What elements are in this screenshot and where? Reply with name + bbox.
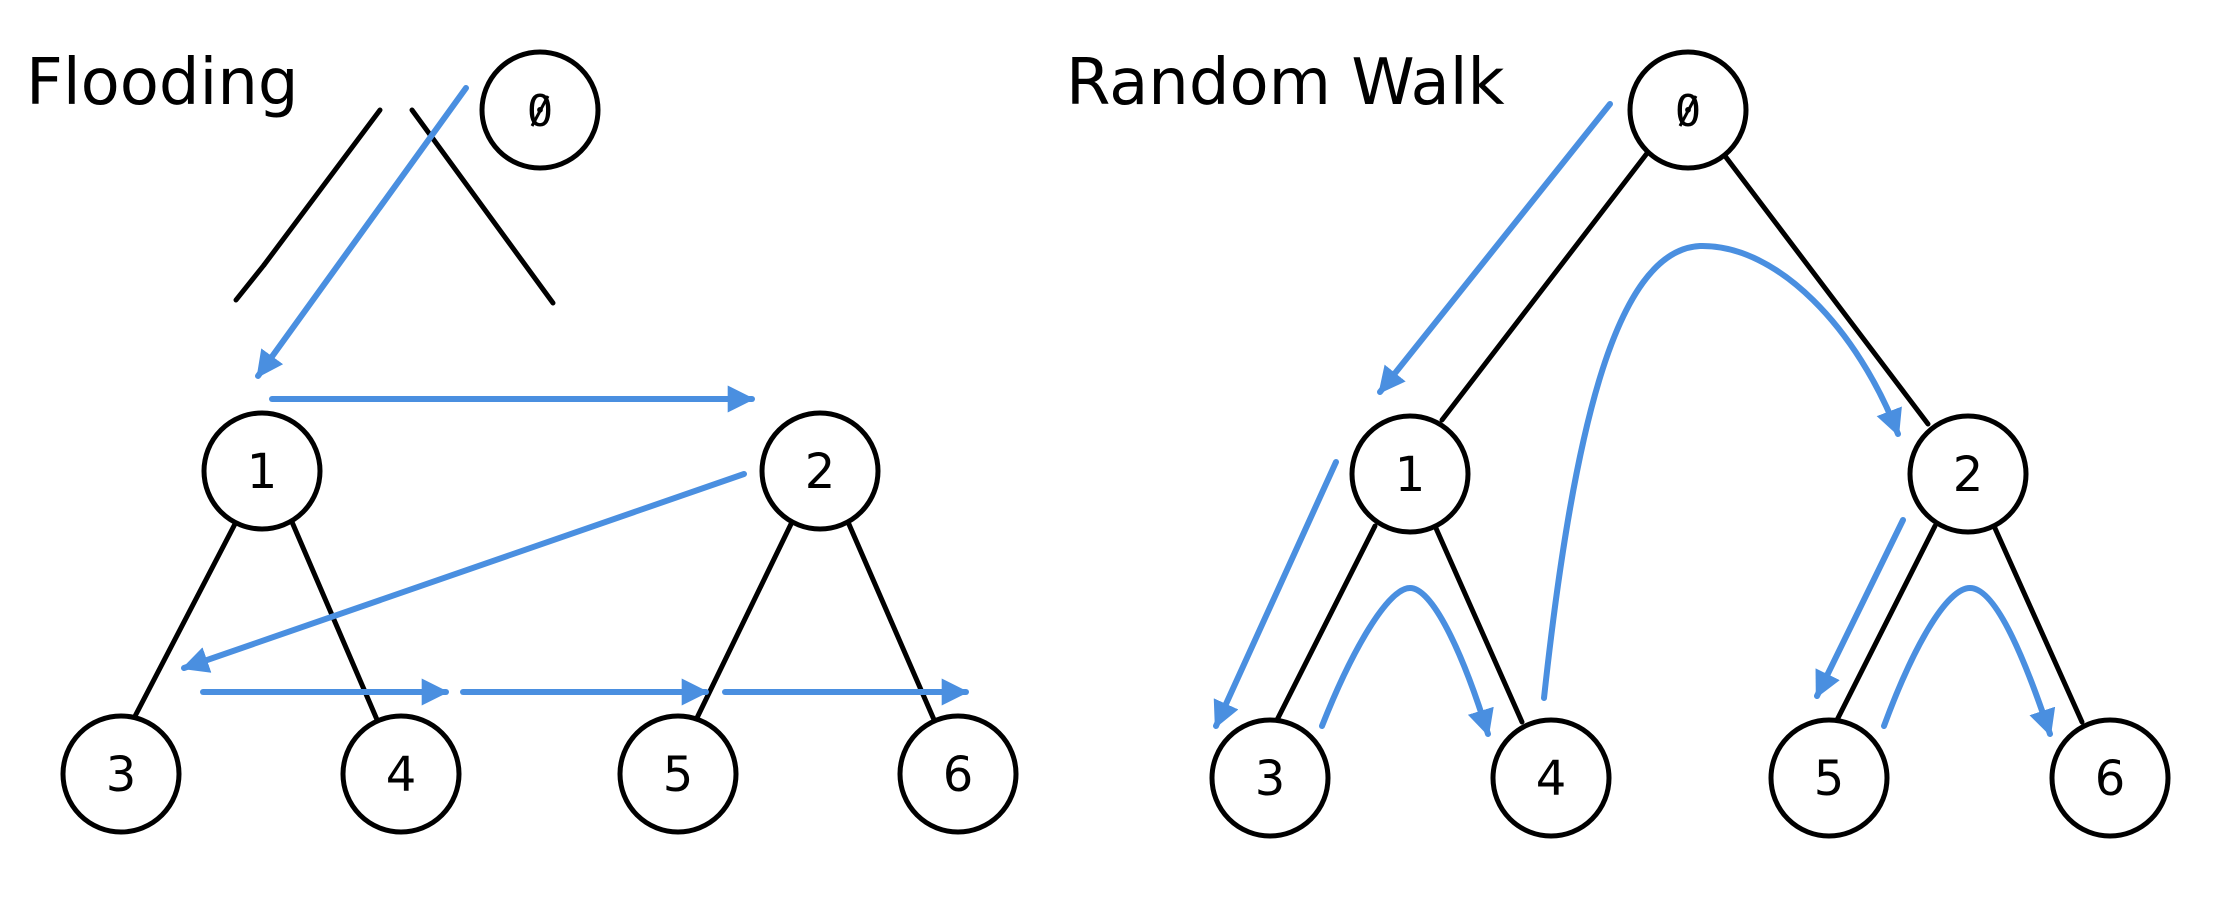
walk-arrow-5-6 — [1881, 584, 2056, 737]
edge-0-1 — [261, 107, 383, 268]
flooding-node-5: 5 — [617, 713, 739, 835]
flooding-node-6: 6 — [897, 713, 1019, 835]
flooding-node-3: 3 — [60, 713, 182, 835]
flooding-nodes: 0 1 2 3 4 5 — [60, 49, 1019, 835]
random-walk-tree-edges — [1274, 149, 2085, 725]
random-walk-nodes: 0 1 2 3 4 5 — [1209, 49, 2171, 839]
walk-arrow-3-4 — [1319, 584, 1494, 737]
zero-slash — [530, 95, 550, 127]
random-walk-node-label-5: 5 — [1814, 751, 1845, 807]
flooding-node-label-3: 3 — [106, 747, 137, 803]
flooding-node-label-6: 6 — [943, 747, 974, 803]
edge-2-6 — [845, 519, 938, 725]
edge-0-1 — [1439, 149, 1651, 423]
random-walk-node-label-3: 3 — [1255, 751, 1286, 807]
edge-0-1-lower — [233, 262, 267, 303]
random-walk-node-2: 2 — [1907, 413, 2029, 535]
edge-1-3 — [1274, 523, 1378, 723]
random-walk-node-label-6: 6 — [2095, 751, 2126, 807]
flooding-node-1: 1 — [201, 410, 323, 532]
flooding-node-label-5: 5 — [663, 747, 694, 803]
random-walk-node-4: 4 — [1490, 717, 1612, 839]
flooding-node-2: 2 — [759, 410, 881, 532]
random-walk-title: Random Walk — [1066, 46, 1505, 120]
walk-arrow-1-3 — [1213, 459, 1339, 729]
flooding-tree-edges — [129, 107, 938, 725]
edge-2-5 — [692, 519, 795, 725]
random-walk-node-3: 3 — [1209, 717, 1331, 839]
edge-1-4 — [289, 519, 381, 725]
flooding-node-0: 0 — [479, 49, 601, 171]
random-walk-node-1: 1 — [1349, 413, 1471, 535]
flooding-title: Flooding — [26, 46, 299, 120]
random-walk-node-5: 5 — [1768, 717, 1890, 839]
flooding-node-label-4: 4 — [386, 747, 417, 803]
edge-2-6 — [1991, 523, 2085, 725]
edge-1-3 — [129, 519, 239, 725]
walk-arrow-0-1 — [1377, 101, 1613, 395]
random-walk-node-label-1: 1 — [1395, 447, 1426, 503]
random-walk-node-0: 0 — [1627, 49, 1749, 171]
edge-0-2 — [1719, 149, 1931, 427]
walk-arrow-4-2 — [1541, 242, 1902, 701]
edge-1-4 — [1432, 523, 1525, 725]
random-walk-panel: Random Walk 0 1 — [1066, 46, 2171, 839]
random-walk-arrows — [1213, 101, 2056, 737]
edge-0-2 — [409, 107, 556, 306]
zero-slash — [1678, 95, 1698, 127]
flooding-arrow-2-3 — [181, 471, 747, 673]
random-walk-node-label-2: 2 — [1953, 447, 1984, 503]
flooding-panel: Flooding 0 1 — [26, 46, 1019, 835]
random-walk-node-label-4: 4 — [1536, 751, 1567, 807]
flooding-node-4: 4 — [340, 713, 462, 835]
edge-2-5 — [1833, 523, 1938, 725]
flooding-arrow-0-1 — [255, 85, 469, 379]
flooding-arrows — [181, 85, 969, 706]
flooding-node-label-2: 2 — [805, 444, 836, 500]
flooding-node-label-1: 1 — [247, 444, 278, 500]
walk-arrow-2-5 — [1814, 517, 1906, 699]
random-walk-node-6: 6 — [2049, 717, 2171, 839]
